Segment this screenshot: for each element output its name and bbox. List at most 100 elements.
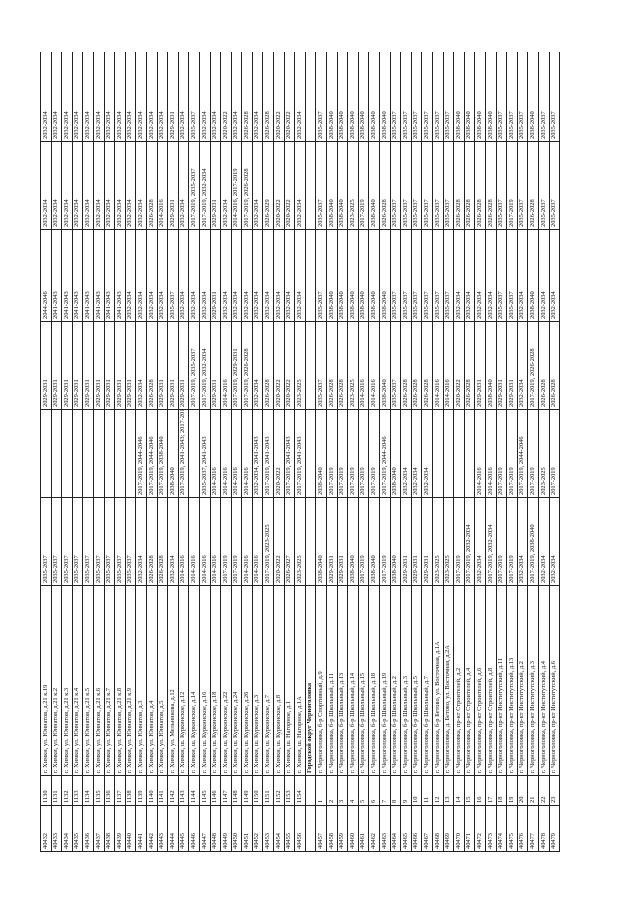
period-1-cell: 2023-2025 [432,497,444,586]
row-number-cell: 40448 [210,805,221,852]
period-4-cell: 2032-2034 [135,229,147,322]
period-5-cell: 2032-2034 [135,141,147,230]
period-5-cell: 2032-2034 [220,141,232,230]
period-3-cell: 2026-2028 [146,321,158,410]
period-3-cell: 2023-2025 [347,321,359,410]
address-cell: г. Химки, ш. Куркинское, д.26 [241,585,253,776]
period-1-cell: 2014-2016 [252,497,263,586]
period-5-cell: 2032-2034 [104,141,115,230]
row-index-cell: 1151 [262,775,274,806]
period-2-cell: 2038-2040 [167,409,179,498]
row-number-cell: 40467 [421,805,433,852]
period-4-cell: 2044-2046 [40,229,52,322]
period-1-cell: 2029-2031 [411,497,422,586]
period-5-cell: 2035-2037 [517,141,528,230]
period-6-cell: 2035-2037 [549,52,560,142]
row-index-cell: 1152 [273,775,285,806]
row-index-cell: 1135 [93,775,105,806]
period-2-cell [432,409,444,498]
row-number-cell: 40458 [326,805,338,852]
period-2-cell: 2017-2019, 2038-2040 [157,409,168,498]
period-1-cell: 2035-2037 [82,497,94,586]
period-5-cell: 2035-2037 [315,141,327,230]
period-5-cell: 2026-2028 [527,141,539,230]
period-5-cell: 2017-2019, 2035-2037 [188,141,200,230]
period-4-cell: 2038-2040 [368,229,380,322]
period-5-cell: 2032-2034 [252,141,263,230]
period-5-cell: 2038-2040 [368,141,380,230]
period-3-cell: 2029-2031 [125,321,136,410]
period-4-cell: 2041-2043 [104,229,115,322]
period-6-cell [305,52,316,142]
period-1-cell: 2020-2022 [273,497,285,586]
period-2-cell [51,409,62,498]
period-3-cell: 2029-2031 [93,321,105,410]
period-2-cell: 2032-2034 [411,409,422,498]
period-3-cell: 2029-2031 [104,321,115,410]
period-2-cell [188,409,200,498]
period-4-cell: 2032-2034 [231,229,242,322]
period-3-cell: 2035-2037 [315,321,327,410]
period-5-cell: 2014-2016, 2017-2019 [231,141,242,230]
period-6-cell: 2038-2040 [527,52,539,142]
row-number-cell: 40450 [231,805,242,852]
address-cell: г. Химки, ул. Юннатов, д.21 к.8 [114,585,126,776]
period-6-cell: 2032-2034 [157,52,168,142]
period-3-cell: 2035-2037 [390,321,401,410]
period-1-cell: 2014-2016 [188,497,200,586]
period-4-cell: 2041-2043 [61,229,73,322]
address-cell: г. Черноголовка, пр-кт Институтский, д.6 [549,585,560,776]
address-cell: г. Черноголовка, пр-кт Институтский, д.4 [538,585,549,776]
period-2-cell: 2017-2019, 2041-2043 [262,409,274,498]
row-number-cell: 40444 [167,805,179,852]
period-5-cell: 2038-2040 [337,141,348,230]
period-1-cell: 2014-2016 [241,497,253,586]
period-4-cell: 2035-2037 [496,229,507,322]
period-4-cell: 2032-2034 [273,229,285,322]
row-number-cell: 40436 [82,805,94,852]
period-5-cell: 2032-2034 [178,141,189,230]
period-1-cell: 2038-2040 [368,497,380,586]
period-6-cell: 2035-2037 [421,52,433,142]
period-4-cell: 2032-2034 [188,229,200,322]
period-3-cell: 2017-2019, 2029-2031 [231,321,242,410]
period-5-cell: 2014-2016 [157,141,168,230]
address-cell: г. Химки, ш. Куркинское, д.22 [220,585,232,776]
address-cell: г. Черноголовка, б-р Школьный, д.3 [400,585,412,776]
row-number-cell: 40472 [474,805,486,852]
period-5-cell: 2035-2037 [400,141,412,230]
period-6-cell: 2038-2040 [337,52,348,142]
period-2-cell [114,409,126,498]
period-4-cell: 2035-2037 [421,229,433,322]
period-1-cell: 2029-2031 [337,497,348,586]
period-2-cell: 2017-2019, 2041-2043 [294,409,306,498]
period-3-cell: 2029-2031 [210,321,221,410]
row-index-cell: 15 [464,775,475,806]
period-1-cell: 2014-2016 [210,497,221,586]
period-6-cell: 2038-2040 [347,52,359,142]
row-index-cell: 1143 [178,775,189,806]
address-cell: г. Черноголовка, б-р Спортивный, д.9 [315,585,327,776]
period-3-cell: 2020-2022 [453,321,465,410]
period-2-cell: 2017-2019 [347,409,359,498]
period-4-cell: 2032-2034 [252,229,263,322]
period-3-cell: 2026-2028 [400,321,412,410]
period-4-cell: 2032-2034 [538,229,549,322]
row-index-cell: 22 [538,775,549,806]
period-5-cell: 2035-2037 [421,141,433,230]
period-4-cell: 2035-2037 [411,229,422,322]
period-3-cell: 2020-2022 [284,321,295,410]
row-index-cell: 1 [315,775,327,806]
period-2-cell: 2014-2016 [474,409,486,498]
period-4-cell: 2041-2043 [82,229,94,322]
period-4-cell: 2032-2034 [474,229,486,322]
